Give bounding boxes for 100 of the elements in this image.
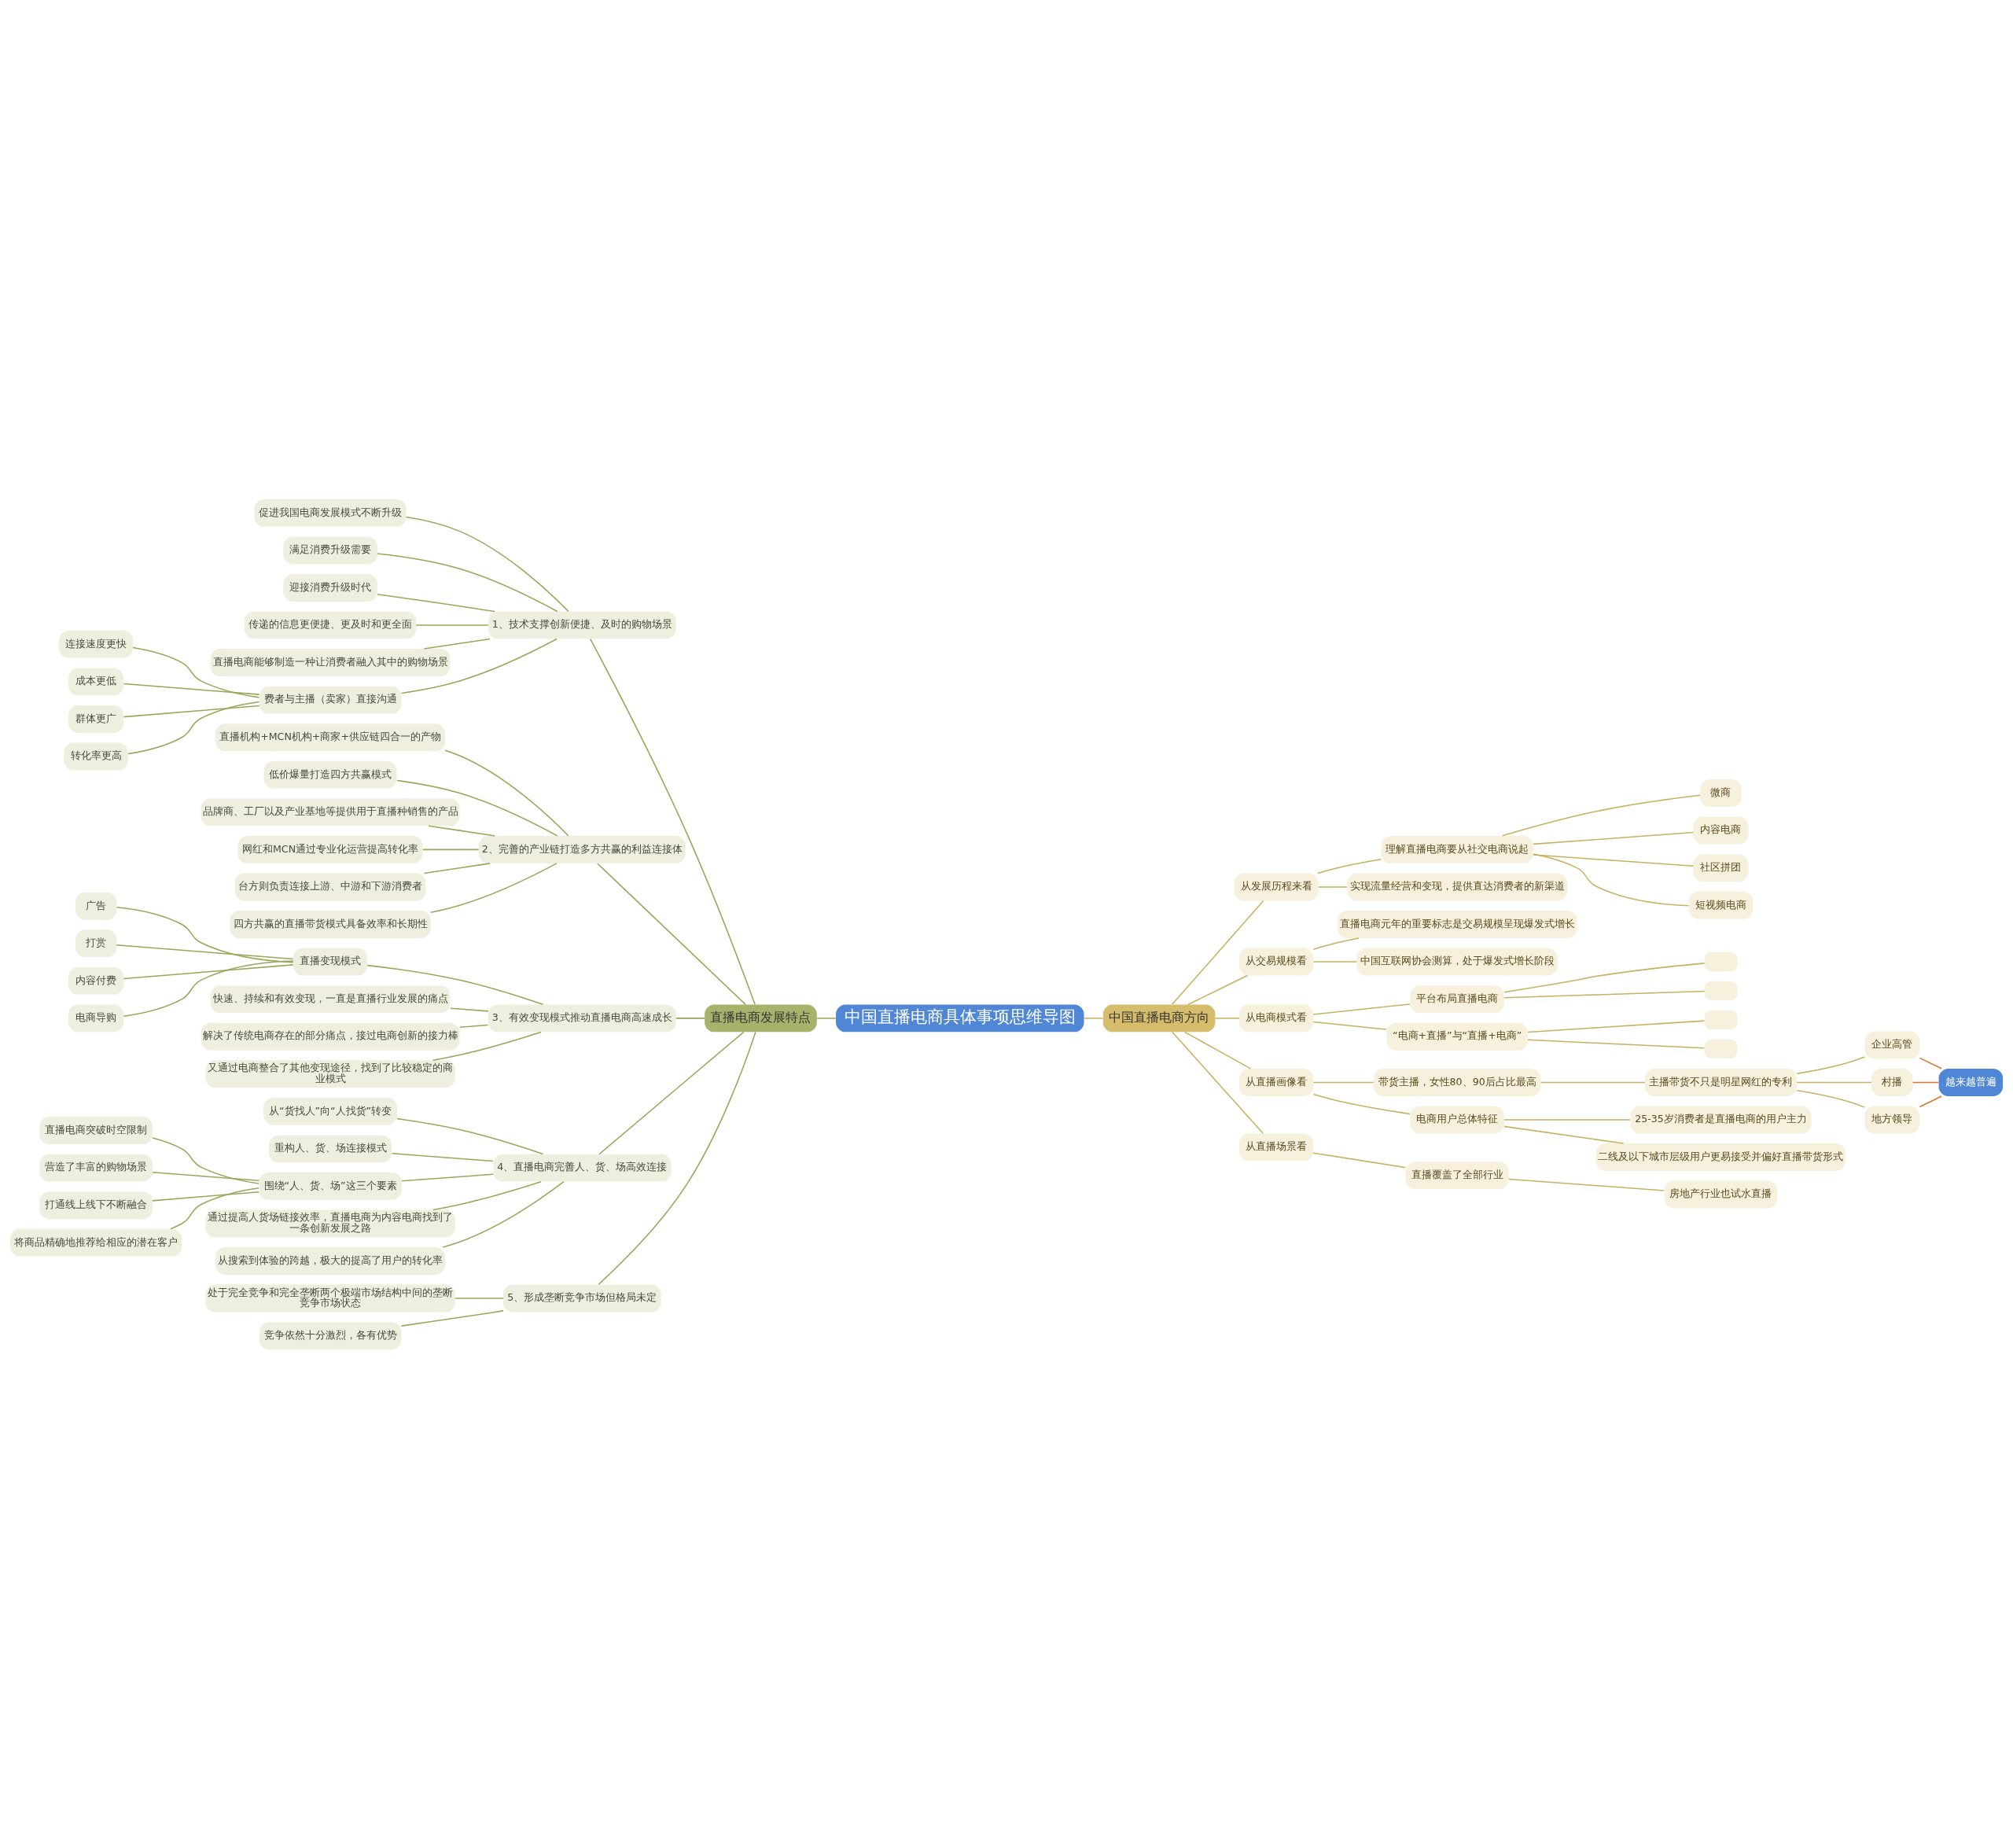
connector xyxy=(377,552,558,612)
connector xyxy=(123,683,260,695)
node-box: 4、直播电商完善人、货、场高效连接 xyxy=(493,1154,672,1182)
connector xyxy=(123,963,294,979)
node-box: 重构人、货、场连接模式 xyxy=(268,1134,392,1162)
node-box: 从交易规模看 xyxy=(1239,948,1314,976)
node-box: 促进我国电商发展模式不断升级 xyxy=(254,499,407,527)
node-box: 2、完善的产业链打造多方共赢的利益连接体 xyxy=(478,835,686,863)
node-box: 从直播场景看 xyxy=(1239,1132,1314,1161)
node-box: 直播电商元年的重要标志是交易规模呈现爆发式增长 xyxy=(1337,910,1577,938)
connector xyxy=(1214,1017,1240,1019)
node-box: 营造了丰富的购物场景 xyxy=(39,1154,153,1182)
connector xyxy=(598,1031,756,1285)
connector xyxy=(597,862,746,1005)
node-box: 品牌商、工厂以及产业基地等提供用于直播种销售的产品 xyxy=(201,797,460,826)
connector xyxy=(1527,1039,1706,1049)
node-box: “电商+直播”与“直播+电商” xyxy=(1386,1022,1528,1051)
node-box: 企业高管 xyxy=(1864,1030,1920,1058)
node-box: 带货主播，女性80、90后占比最高 xyxy=(1373,1068,1541,1096)
connector xyxy=(1919,1057,1942,1069)
node-box: 短视频电商 xyxy=(1688,891,1754,919)
connector xyxy=(1316,858,1382,874)
node-box: 转化率更高 xyxy=(64,742,128,770)
connector xyxy=(423,862,491,874)
node-box: 5、形成垄断竞争市场但格局未定 xyxy=(502,1284,661,1312)
node-box: 快速、持续和有效变现，一直是直播行业发展的痛点 xyxy=(210,985,451,1013)
connector xyxy=(1532,852,1690,906)
node-box: 二线及以下城市层级用户更易接受并偏好直播带货形式 xyxy=(1595,1143,1846,1171)
node-box: 中国直播电商方向 xyxy=(1102,1003,1216,1032)
node-box xyxy=(1704,981,1738,1000)
node-box: 中国直播电商具体事项思维导图 xyxy=(836,1003,1084,1032)
connector xyxy=(116,944,294,959)
node-box: 又通过电商整合了其他变现途径，找到了比较稳定的商业模式 xyxy=(205,1059,455,1088)
node-box: 直播电商能够制造一种让消费者融入其中的购物场景 xyxy=(210,648,451,676)
connector xyxy=(432,1031,542,1061)
connector xyxy=(366,964,544,1005)
connector xyxy=(1084,1017,1104,1019)
connector xyxy=(152,1136,259,1184)
node-box: 费者与主播（卖家）直接沟通 xyxy=(259,686,402,714)
connector xyxy=(423,638,491,650)
node-box: 将商品精确地推荐给相应的潜在客户 xyxy=(9,1228,182,1257)
connector xyxy=(1796,1089,1866,1108)
node-box: 从搜索到体验的跨越，极大的提高了用户的转化率 xyxy=(215,1246,446,1275)
node-box: 内容电商 xyxy=(1693,816,1749,845)
connector xyxy=(170,1187,259,1229)
connector xyxy=(415,624,489,626)
connector xyxy=(1312,1003,1411,1015)
node-box xyxy=(1704,1039,1738,1058)
connector xyxy=(429,862,558,913)
connector xyxy=(444,749,569,836)
node-box: 主播带货不只是明星网红的专利 xyxy=(1644,1068,1798,1096)
node-box: 网红和MCN通过专业化运营提高转化率 xyxy=(237,835,423,863)
connector xyxy=(1533,853,1695,867)
node-box: 直播电商突破时空限制 xyxy=(39,1116,153,1144)
connector xyxy=(400,1309,504,1327)
connector xyxy=(1527,1019,1706,1033)
connector xyxy=(1540,1081,1646,1083)
connector xyxy=(1501,794,1701,837)
connector xyxy=(152,1171,259,1181)
connector xyxy=(1503,1118,1632,1121)
node-box: 连接速度更快 xyxy=(59,630,134,658)
connector xyxy=(459,1024,489,1028)
connector xyxy=(589,638,756,1005)
connector xyxy=(1508,1178,1665,1191)
connector xyxy=(432,1180,542,1210)
node-box: 打通线上线下不断融合 xyxy=(39,1191,153,1219)
node-box: 低价爆量打造四方共赢模式 xyxy=(263,760,397,789)
connector xyxy=(1503,990,1706,998)
node-box: 通过提高人货场链接效率，直播电商为内容电商找到了一条创新发展之路 xyxy=(205,1209,455,1237)
node-box: 微商 xyxy=(1700,779,1742,807)
node-box: 直播变现模式 xyxy=(293,948,368,976)
node-box: 1、技术支撑创新便捷、及时的购物场景 xyxy=(488,611,676,639)
node-box: 群体更广 xyxy=(68,705,124,733)
node-box: 电商用户总体特征 xyxy=(1410,1106,1504,1133)
node-box: 电商导购 xyxy=(68,1003,124,1032)
node-box: 传递的信息更便捷、更及时和更全面 xyxy=(244,611,417,639)
connector xyxy=(1312,960,1358,963)
connector xyxy=(1312,1093,1411,1114)
node-box: 迎接消费升级时代 xyxy=(283,573,377,602)
node-box: 围绕“人、货、场”这三个要素 xyxy=(259,1172,402,1200)
node-box: 满足消费升级需要 xyxy=(283,536,377,564)
connector xyxy=(391,1152,494,1161)
connector xyxy=(401,1173,494,1182)
connector xyxy=(1312,937,1360,950)
connector xyxy=(1172,1031,1264,1134)
connector xyxy=(127,701,260,754)
node-box xyxy=(1704,1010,1738,1029)
connector xyxy=(396,1117,544,1154)
node-box: 四方共赢的直播带货模式具备效率和长期性 xyxy=(230,910,431,938)
node-box: 3、有效变现模式推动直播电商高速成长 xyxy=(488,1003,676,1032)
connector xyxy=(1312,1151,1407,1168)
connector xyxy=(400,638,558,694)
connector xyxy=(1503,962,1706,992)
node-box: 从电商模式看 xyxy=(1239,1003,1314,1032)
connector xyxy=(1503,1125,1625,1144)
connector xyxy=(1312,1021,1387,1030)
connector xyxy=(1919,1095,1942,1107)
connector xyxy=(152,1191,259,1202)
node-box: 村播 xyxy=(1871,1068,1913,1096)
node-box: 地方领导 xyxy=(1864,1106,1920,1133)
